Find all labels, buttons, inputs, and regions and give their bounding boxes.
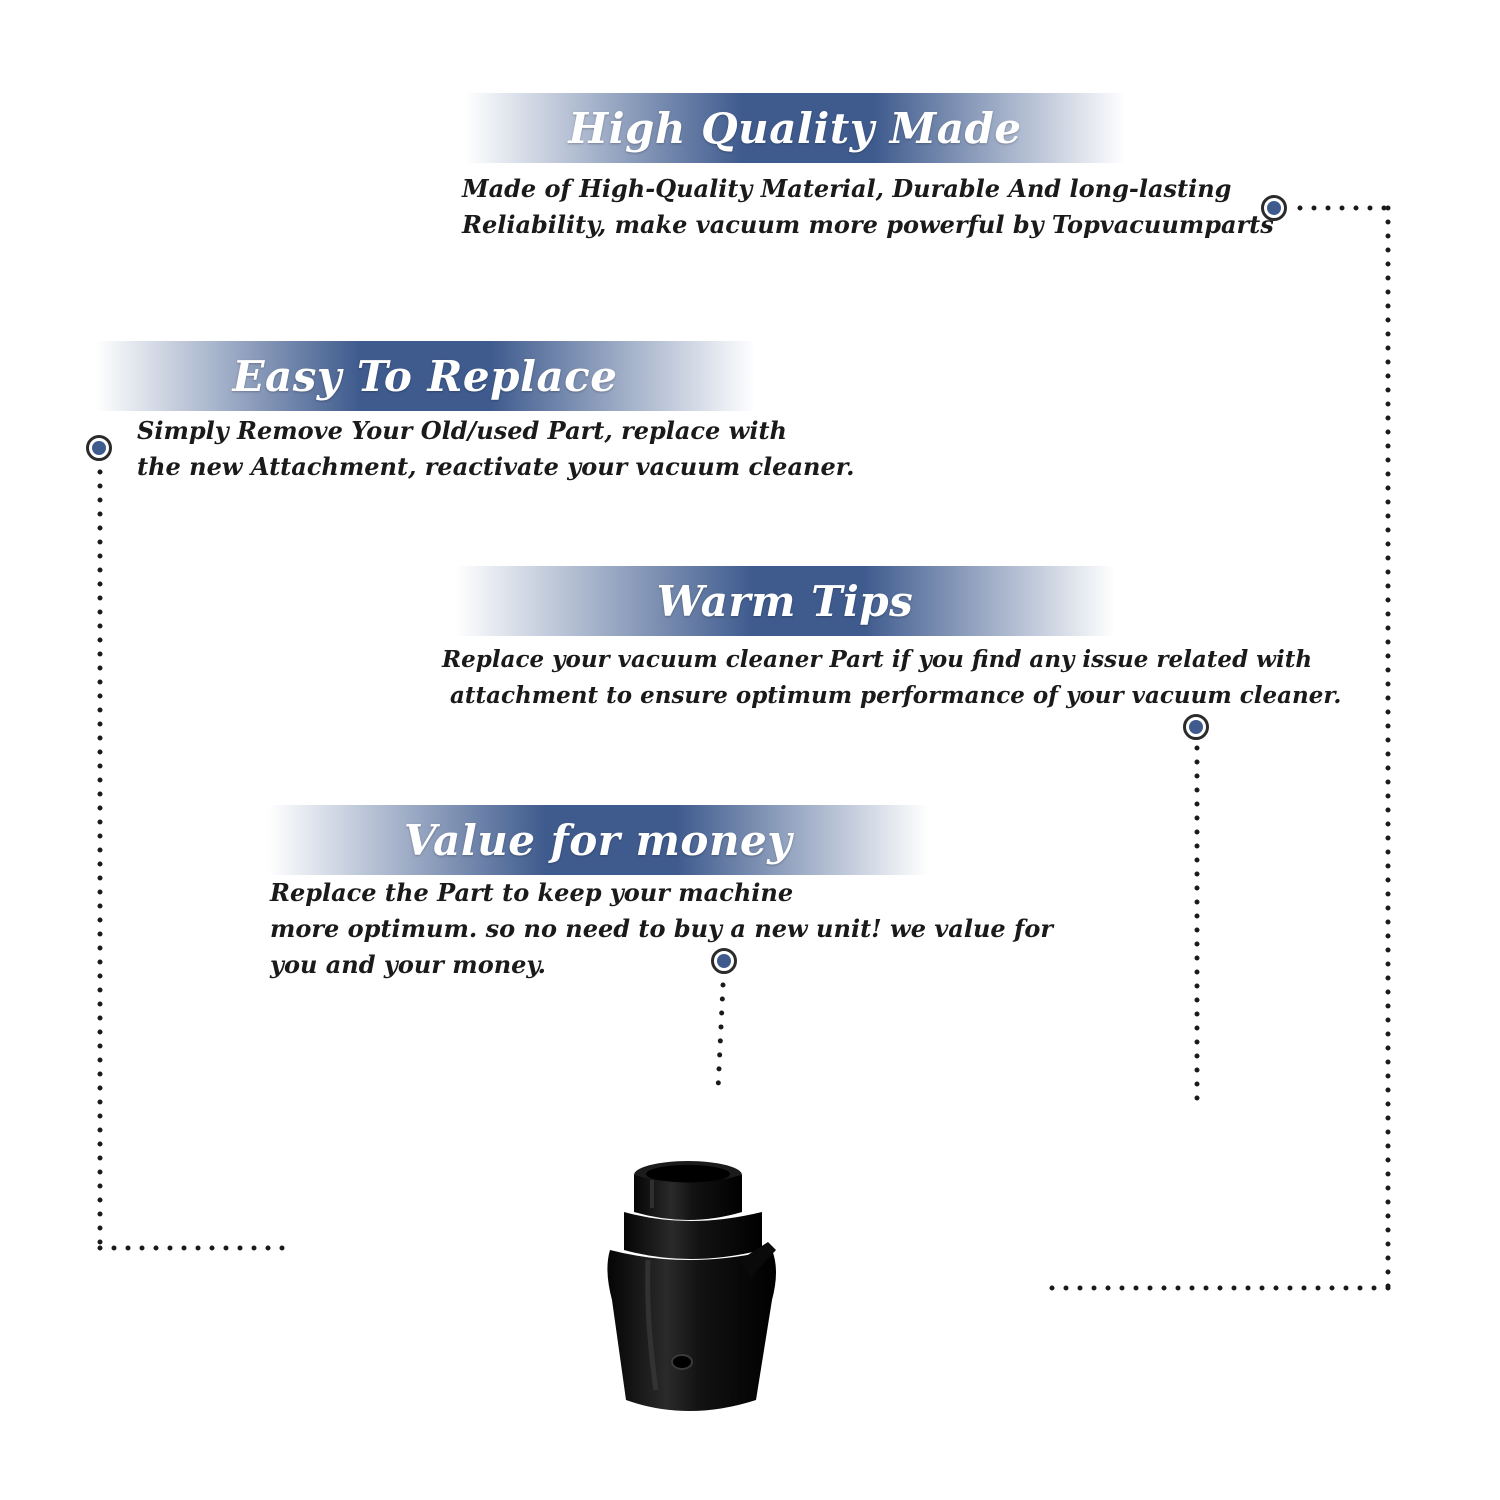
- section-description-value-money: Replace the Part to keep your machine mo…: [270, 875, 1053, 983]
- section-description-high-quality: Made of High-Quality Material, Durable A…: [462, 171, 1274, 243]
- description-line: Replace your vacuum cleaner Part if you …: [442, 646, 1313, 673]
- vacuum-attachment-icon: [607, 1161, 776, 1411]
- section-title: Value for money: [403, 815, 793, 865]
- description-line: Simply Remove Your Old/used Part, replac…: [137, 416, 787, 445]
- description-line: attachment to ensure optimum performance…: [442, 682, 1342, 709]
- description-line: more optimum. so no need to buy a new un…: [270, 914, 1053, 943]
- description-line: you and your money.: [270, 950, 546, 979]
- banner-high-quality: High Quality Made: [465, 93, 1125, 163]
- banner-warm-tips: Warm Tips: [455, 566, 1115, 636]
- marker-icon: [1183, 714, 1209, 740]
- banner-value-money: Value for money: [268, 805, 928, 875]
- description-line: Made of High-Quality Material, Durable A…: [462, 174, 1232, 203]
- section-description-easy-replace: Simply Remove Your Old/used Part, replac…: [137, 413, 855, 485]
- section-title: Warm Tips: [656, 576, 914, 626]
- marker-icon: [711, 948, 737, 974]
- section-title: Easy To Replace: [232, 351, 618, 401]
- section-description-warm-tips: Replace your vacuum cleaner Part if you …: [442, 642, 1341, 714]
- description-line: Reliability, make vacuum more powerful b…: [462, 210, 1274, 239]
- description-line: the new Attachment, reactivate your vacu…: [137, 452, 855, 481]
- banner-easy-replace: Easy To Replace: [95, 341, 755, 411]
- marker-icon: [1261, 195, 1287, 221]
- marker-icon: [86, 435, 112, 461]
- connector-value: [715, 982, 726, 1093]
- description-line: Replace the Part to keep your machine: [270, 878, 794, 907]
- section-title: High Quality Made: [568, 103, 1022, 153]
